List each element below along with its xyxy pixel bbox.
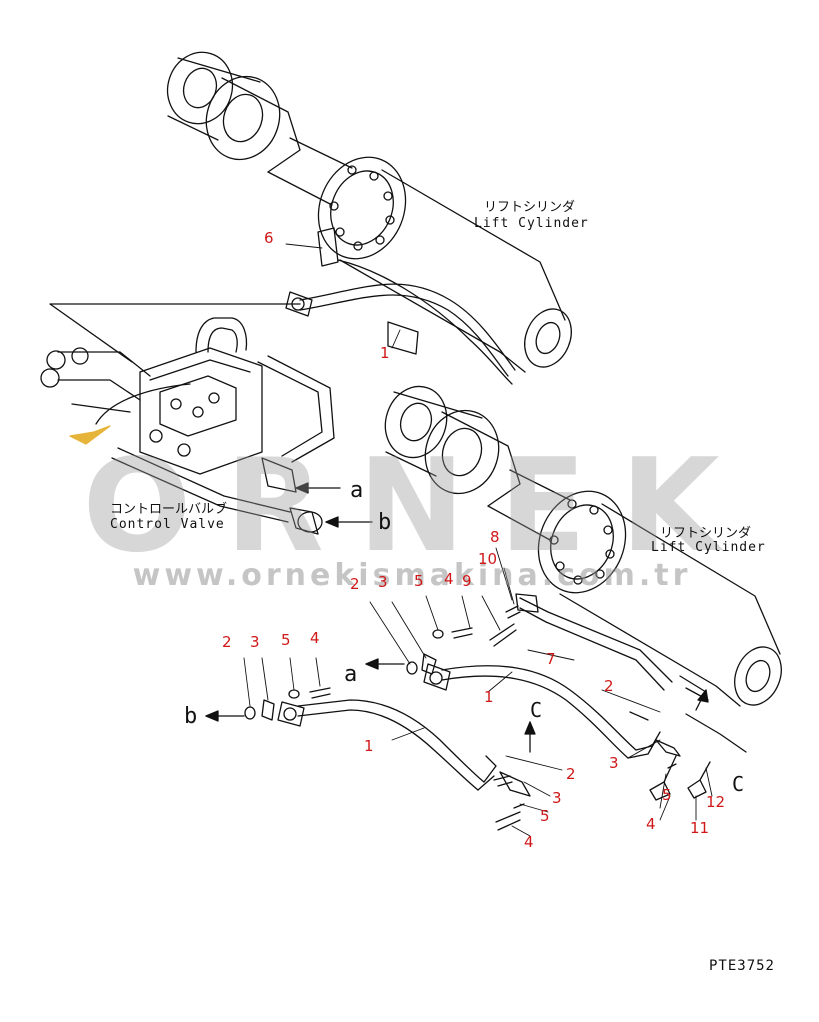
callout-mid-bolt: 4 (524, 833, 534, 851)
callout-r-screw-9: 9 (462, 572, 472, 590)
callout-l-o-ring: 2 (222, 633, 232, 651)
label-b-lower: b (184, 704, 198, 729)
arrow-a-top (295, 482, 341, 494)
drawing-code: PTE3752 (708, 958, 775, 974)
arrow-b-top (325, 516, 373, 528)
callout-r-washer-top: 5 (414, 572, 424, 590)
arrow-c-lower (524, 721, 536, 753)
callout-top-clamp: 6 (264, 229, 274, 247)
callout-rt-washer: 5 (662, 786, 672, 804)
watermark-brand: ORNEK (82, 432, 754, 581)
arrow-c-right (685, 689, 747, 753)
callout-rt-flange: 3 (609, 754, 619, 772)
callout-rt-bolt-11: 11 (690, 819, 710, 837)
control-valve-block (40, 317, 335, 535)
upper-lift-cylinder (166, 51, 572, 373)
lower-hose-right (423, 663, 661, 759)
callout-rt-bolt: 4 (646, 815, 656, 833)
callout-r-bolt-10: 10 (478, 550, 498, 568)
callout-lower-hose-right: 1 (484, 688, 494, 706)
callout-l-washer: 5 (281, 631, 291, 649)
label-c-lower: C (530, 698, 543, 722)
upper-hose (49, 259, 516, 385)
leader-lines (243, 243, 713, 837)
callout-l-flange: 3 (250, 633, 260, 651)
callout-top-hose: 1 (380, 344, 390, 362)
tube-7 (515, 593, 709, 701)
upper-cylinder-en-label: Lift Cylinder (474, 216, 589, 231)
callout-mid-flange: 3 (552, 789, 562, 807)
callout-r-part-8: 8 (490, 528, 500, 546)
arrow-b-lower (205, 710, 245, 722)
callout-rt-o-ring: 2 (604, 677, 614, 695)
callout-rt-washer-12: 12 (706, 793, 726, 811)
callout-r-o-ring-top: 2 (350, 575, 360, 593)
callout-tube: 7 (546, 650, 556, 668)
lower-cylinder-jp-label: リフトシリンダ (660, 526, 752, 541)
callout-r-bolt-top: 4 (444, 570, 454, 588)
callout-mid-o-ring: 2 (566, 765, 576, 783)
lower-hose-left (277, 699, 497, 791)
label-a-lower: a (344, 662, 358, 687)
control-valve-jp-label: コントロールバルブ (110, 502, 228, 517)
label-c-right: C (732, 772, 745, 796)
label-b-top: b (378, 510, 392, 535)
watermark-url: www.ornekismakina.com.tr (132, 558, 692, 593)
lower-cylinder-en-label: Lift Cylinder (651, 540, 766, 555)
callout-lower-hose-left: 1 (364, 737, 374, 755)
callout-r-flange-top: 3 (378, 573, 388, 591)
control-valve-en-label: Control Valve (110, 517, 225, 532)
callout-l-bolt: 4 (310, 629, 320, 647)
label-a-top: a (350, 478, 364, 503)
upper-cylinder-jp-label: リフトシリンダ (484, 200, 576, 215)
arrow-a-lower (365, 658, 405, 670)
callout-mid-washer: 5 (540, 807, 550, 825)
lower-lift-cylinder (384, 385, 782, 707)
small-parts (244, 605, 711, 831)
